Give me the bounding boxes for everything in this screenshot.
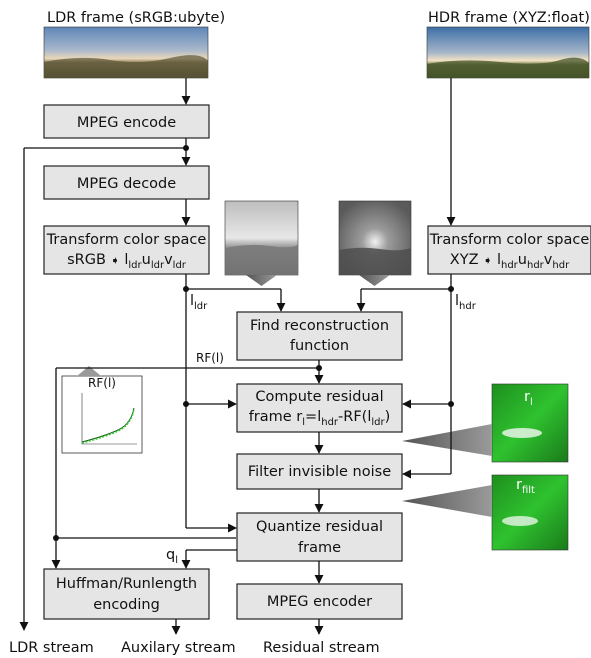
- residual-stream-label: Residual stream: [263, 640, 380, 656]
- mpeg-encoder-label: MPEG encoder: [267, 594, 372, 610]
- auxiliary-stream-label: Auxilary stream: [121, 640, 236, 656]
- mpeg-encode-box: [43, 104, 210, 139]
- transform-hdr-line1: Transform color space: [429, 232, 590, 248]
- rf-chart-samples: [81, 408, 135, 444]
- transform-ldr-line1: Transform color space: [46, 232, 207, 248]
- l-ldr-thumb-hills: [225, 244, 298, 275]
- l-hdr-wedge: [359, 275, 390, 286]
- transform-ldr-box: [43, 225, 210, 275]
- q-wire-label: ql: [166, 547, 178, 566]
- ldr-frame-hills: [44, 55, 208, 78]
- residual-image: [491, 383, 569, 463]
- l-ldr-wedge: [246, 275, 277, 286]
- filter-noise-label: Filter invisible noise: [248, 464, 391, 480]
- transform-hdr-box: [427, 225, 591, 275]
- huffman-line1: Huffman/Runlength: [56, 576, 197, 592]
- filtered-residual-label: rfilt: [516, 477, 535, 496]
- ldr-frame-title: LDR frame (sRGB:ubyte): [47, 10, 225, 26]
- hdr-frame-hills: [427, 57, 589, 78]
- rf-chart-frame: [61, 375, 143, 454]
- residual-wedge: [402, 424, 492, 456]
- transform-ldr-line2: sRGB ➧ lldruldrvldr: [67, 252, 187, 271]
- l-ldr-wire-label: lldr: [190, 293, 208, 312]
- filtered-residual-image: [491, 474, 569, 551]
- find-reconstruction-box: [236, 311, 403, 361]
- junction-dots: [53, 145, 454, 541]
- filtered-residual-wedge: [402, 485, 492, 517]
- rf-wire-label: RF(l): [196, 351, 224, 365]
- mpeg-decode-box: [43, 165, 210, 200]
- quantize-residual-line1: Quantize residual: [256, 519, 383, 535]
- quantize-residual-box: [236, 512, 403, 562]
- l-hdr-wire-label: lhdr: [455, 293, 477, 312]
- rf-chart-wedge: [77, 366, 101, 376]
- ldr-stream-label: LDR stream: [9, 640, 94, 656]
- huffman-box: [43, 568, 210, 620]
- residual-image-label: rl: [524, 389, 533, 408]
- l-hdr-thumb-hills: [339, 247, 411, 275]
- huffman-line2: encoding: [93, 597, 160, 613]
- find-reconstruction-line1: Find reconstruction: [250, 318, 389, 334]
- filter-noise-box: [236, 453, 403, 490]
- compute-residual-box: [236, 383, 403, 433]
- hdr-frame-title: HDR frame (XYZ:float): [428, 10, 590, 26]
- compute-residual-line2: frame rl=lhdr-RF(lldr): [249, 409, 391, 428]
- rf-chart-title: RF(l): [88, 376, 116, 390]
- filtered-residual-sun: [502, 516, 538, 526]
- mpeg-encoder-box: [236, 583, 403, 620]
- transform-hdr-line2: XYZ ➧ lhdruhdrvhdr: [450, 252, 570, 271]
- mpeg-encode-label: MPEG encode: [77, 115, 176, 131]
- residual-image-sun: [502, 428, 542, 438]
- rf-chart-curve: [81, 407, 135, 443]
- mpeg-decode-label: MPEG decode: [77, 176, 176, 192]
- find-reconstruction-line2: function: [290, 338, 349, 354]
- compute-residual-line1: Compute residual: [255, 389, 383, 405]
- quantize-residual-line2: frame: [298, 540, 341, 556]
